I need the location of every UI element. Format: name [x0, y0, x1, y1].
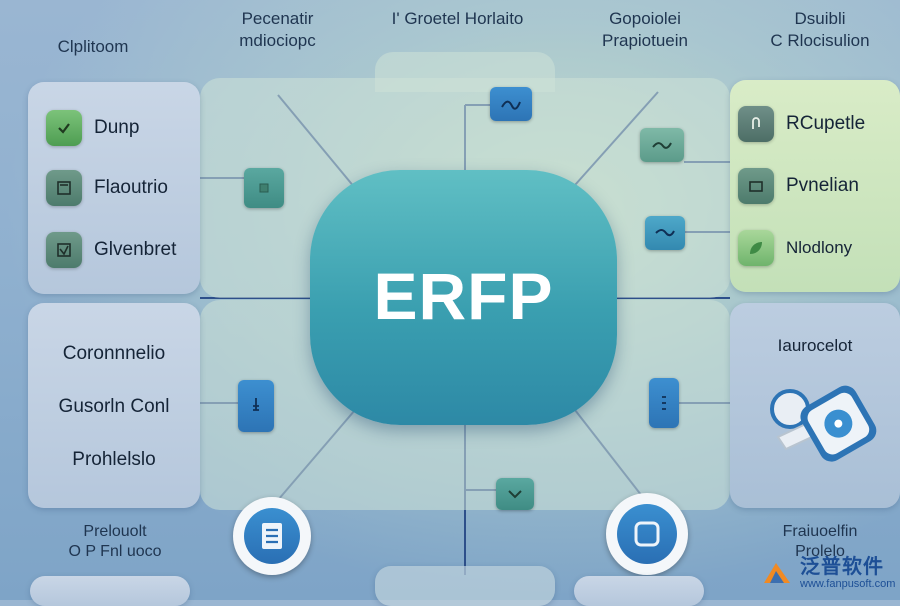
top-label-2: Pecenatir mdiociopc	[205, 8, 350, 52]
tile-chevron-icon[interactable]	[496, 478, 534, 510]
top-label-5: Dsuibli C Rlocisulion	[745, 8, 895, 52]
mid-panel-tab	[375, 52, 555, 92]
leaf-icon	[738, 230, 774, 266]
top-label-4-line1: Gopoiolei	[609, 9, 681, 28]
right-lower-panel: Iaurocelot	[730, 303, 900, 508]
tile-chart-icon[interactable]	[244, 168, 284, 208]
bottom-right-line1: Fraiuoelfin	[782, 523, 858, 540]
watermark-cn: 泛普软件	[800, 556, 884, 578]
tile-wave-icon[interactable]	[490, 87, 532, 121]
tile-flow-icon[interactable]	[645, 216, 685, 250]
left-lower-item-3: Prohlelslo	[72, 449, 156, 470]
top-label-4-line2: Prapiotuein	[601, 31, 688, 50]
bottom-left-line2: O P Fnl uoco	[68, 543, 162, 560]
left-lower-panel: Coronnnelio Gusorln Conl Prohlelslo	[28, 303, 200, 508]
watermark: 泛普软件 www.fanpusoft.com	[760, 556, 895, 591]
checklist-icon	[244, 508, 300, 564]
tile-list-icon[interactable]	[649, 378, 679, 428]
center-node[interactable]: ERFP	[310, 170, 617, 425]
center-label: ERFP	[373, 259, 554, 333]
top-label-2-line1: Pecenatir	[241, 9, 314, 28]
watermark-url: www.fanpusoft.com	[800, 578, 896, 590]
folder-icon	[738, 168, 774, 204]
top-label-3: I' Groetel Horlaito	[391, 9, 524, 28]
bottom-box-1	[30, 576, 190, 606]
bottom-right-line2: Prolelo	[795, 543, 845, 560]
watermark-text: 泛普软件 www.fanpusoft.com	[800, 556, 895, 591]
left-item-3-label: Glvenbret	[94, 239, 177, 260]
top-label-4: Gopoiolei Prapiotuein	[580, 8, 710, 52]
circle-button-left[interactable]	[233, 497, 311, 575]
top-label-5-line2: C Rlocisulion	[770, 31, 870, 50]
wrench-icon	[768, 375, 884, 480]
right-item-2-label: Pvnelian	[786, 175, 859, 196]
left-lower-item-1: Coronnnelio	[62, 343, 166, 364]
top-label-1: Clplitoom	[57, 37, 129, 56]
checkbox-icon	[46, 232, 82, 268]
right-top-panel: RCupetle Pvnelian Nlodlony	[730, 80, 900, 292]
left-lower-item-2: Gusorln Conl	[58, 396, 170, 417]
left-item-2-label: Flaoutrio	[94, 177, 168, 198]
tablet-icon	[617, 504, 677, 564]
bottom-box-3	[574, 576, 704, 606]
document-icon	[46, 170, 82, 206]
bottom-box-2	[375, 566, 555, 606]
left-item-1[interactable]: Dunp	[46, 110, 139, 146]
left-item-2[interactable]: Flaoutrio	[46, 170, 168, 206]
bottom-left-label: Prelouolt O P Fnl uoco	[20, 522, 210, 562]
bottom-left-line1: Prelouolt	[83, 523, 147, 540]
right-item-3-label: Nlodlony	[786, 238, 853, 257]
left-item-1-label: Dunp	[94, 117, 140, 138]
right-item-1[interactable]: RCupetle	[738, 106, 865, 142]
right-item-3[interactable]: Nlodlony	[738, 230, 852, 266]
check-icon	[46, 110, 82, 146]
tile-signal-icon[interactable]	[640, 128, 684, 162]
left-top-panel: Dunp Flaoutrio Glvenbret	[28, 82, 200, 294]
circle-button-right[interactable]	[606, 493, 688, 575]
clip-icon	[738, 106, 774, 142]
tile-phone-icon[interactable]	[238, 380, 274, 432]
right-item-1-label: RCupetle	[786, 113, 866, 134]
left-item-3[interactable]: Glvenbret	[46, 232, 176, 268]
bottom-right-label: Fraiuoelfin Prolelo	[745, 522, 895, 562]
right-item-2[interactable]: Pvnelian	[738, 168, 859, 204]
right-lower-label: Iaurocelot	[777, 336, 853, 355]
watermark-logo-icon	[764, 562, 790, 583]
top-label-5-line1: Dsuibli	[794, 9, 846, 28]
top-label-2-line2: mdiociopc	[239, 31, 316, 50]
